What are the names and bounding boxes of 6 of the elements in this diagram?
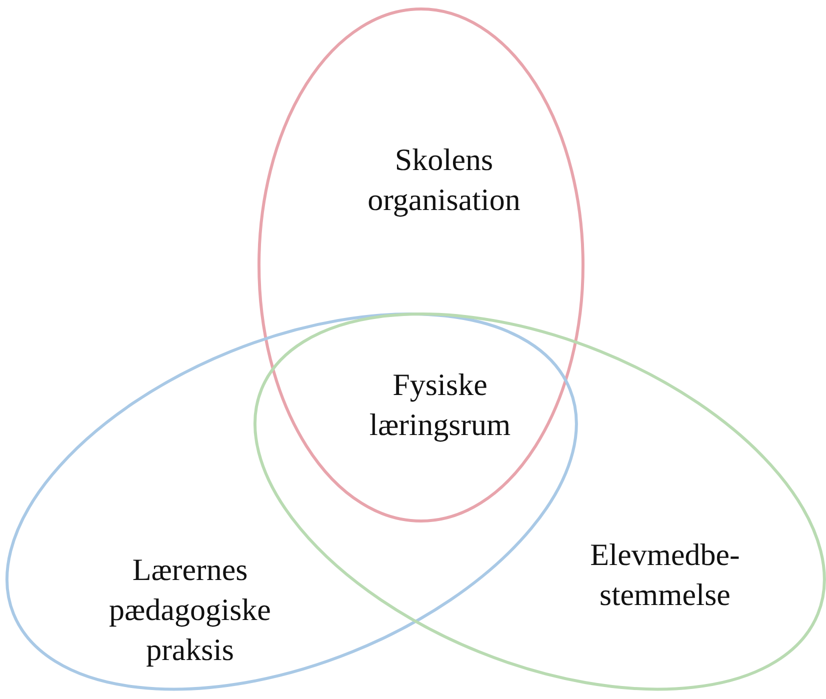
ellipse-label: Skolens organisation [366,141,522,219]
venn-ellipse [4,311,580,693]
ellipse-label: Lærernes pædagogiske praksis [108,550,272,669]
ellipse-label: Elevmedbe- stemmelse [590,536,740,614]
venn-ellipse [256,6,586,524]
overlap-label: Fysiske læringsrum [368,366,512,444]
